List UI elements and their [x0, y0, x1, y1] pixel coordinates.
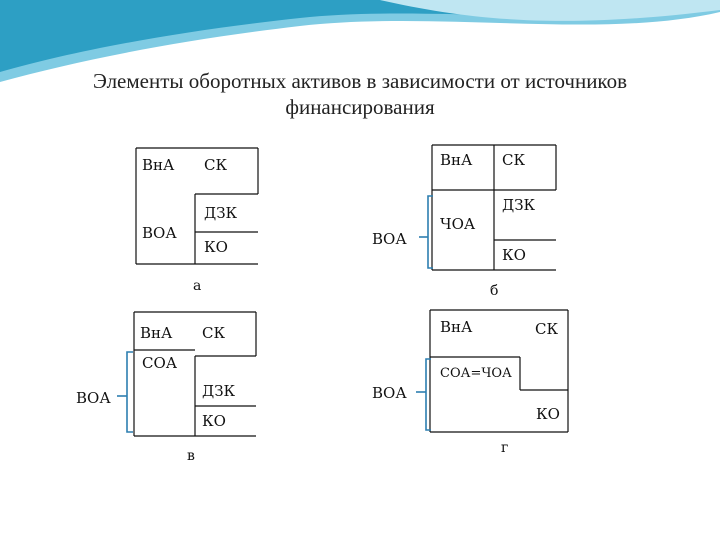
a-sk-label: СК — [204, 156, 228, 174]
diagram-b-lines — [431, 144, 557, 271]
bracket-v — [126, 351, 133, 433]
a-dzk-label: ДЗК — [204, 204, 238, 222]
header-swoosh — [0, 0, 720, 82]
b-choa-label: ЧОА — [440, 215, 476, 233]
v-vna-label: ВнА — [140, 324, 173, 342]
b-voa-label: ВОА — [372, 230, 407, 248]
v-caption: в — [187, 448, 195, 464]
v-soa-label: СОА — [142, 354, 178, 372]
a-vna-label: ВнА — [142, 156, 175, 174]
b-sk-label: СК — [502, 151, 526, 169]
g-soa-choa-label: СОА=ЧОА — [440, 366, 512, 381]
v-sk-label: СК — [202, 324, 226, 342]
g-ko-label: КО — [536, 405, 560, 423]
b-caption: б — [490, 283, 499, 299]
diagram-v-lines — [133, 311, 257, 437]
bracket-g — [425, 358, 431, 431]
b-vna-label: ВнА — [440, 151, 473, 169]
title-line-1: Элементы оборотных активов в зависимости… — [92, 69, 627, 93]
diagram-a-lines — [135, 147, 259, 265]
diagram-g-lines — [429, 309, 569, 433]
a-caption: а — [193, 278, 202, 294]
v-dzk-label: ДЗК — [202, 382, 236, 400]
b-dzk-label: ДЗК — [502, 196, 536, 214]
a-voa-label: ВОА — [142, 224, 177, 242]
g-sk-label: СК — [535, 320, 559, 338]
b-ko-label: КО — [502, 246, 526, 264]
a-ko-label: КО — [204, 238, 228, 256]
g-caption: г — [501, 440, 509, 456]
slide-title: Элементы оборотных активов в зависимости… — [30, 68, 690, 120]
g-voa-label: ВОА — [372, 384, 407, 402]
v-voa-label: ВОА — [76, 389, 111, 407]
v-ko-label: КО — [202, 412, 226, 430]
g-vna-label: ВнА — [440, 318, 473, 336]
bracket-b — [427, 195, 433, 269]
title-line-2: финансирования — [285, 95, 435, 119]
